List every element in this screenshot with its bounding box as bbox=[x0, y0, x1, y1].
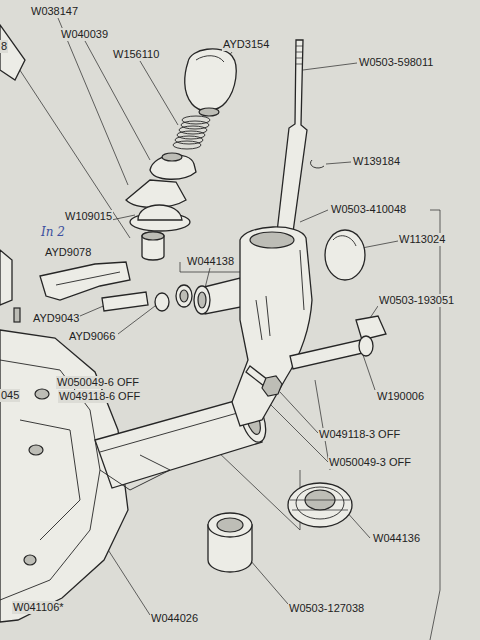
part-number: W139184 bbox=[352, 155, 401, 168]
lower-parts bbox=[208, 483, 352, 572]
part-number: W0503-127038 bbox=[288, 602, 365, 615]
lever-stem bbox=[277, 40, 324, 246]
leader-line bbox=[140, 61, 178, 125]
boot-collar bbox=[162, 153, 182, 161]
cone-boot bbox=[126, 180, 186, 208]
part-number: W044136 bbox=[372, 532, 421, 545]
circlip bbox=[310, 160, 324, 168]
part-number: 045 bbox=[0, 389, 20, 402]
boss-bore bbox=[198, 292, 206, 308]
part-number: AYD3154 bbox=[222, 38, 270, 51]
leader-line bbox=[205, 268, 210, 288]
knob-highlight bbox=[196, 56, 224, 62]
part-number: W050049-3 OFF bbox=[328, 456, 412, 469]
leader-line bbox=[300, 210, 328, 222]
seal-rib bbox=[290, 500, 350, 510]
washer-hole bbox=[180, 290, 188, 302]
housing-mouth bbox=[250, 232, 294, 248]
part-number: W049118-6 OFF bbox=[58, 390, 141, 403]
washer bbox=[155, 293, 169, 311]
part-number: W156110 bbox=[112, 48, 160, 61]
part-number: W040039 bbox=[60, 28, 109, 41]
block bbox=[356, 316, 386, 340]
part-number: W049118-3 OFF bbox=[318, 428, 401, 441]
part-number: W041106* bbox=[12, 601, 65, 614]
handwritten-note: In 2 bbox=[40, 226, 66, 239]
leader-line bbox=[362, 241, 398, 248]
part-number: AYD9066 bbox=[68, 330, 116, 343]
housing bbox=[232, 227, 312, 426]
dowel bbox=[14, 308, 20, 322]
bush-top bbox=[208, 513, 252, 537]
spring-coil bbox=[173, 141, 201, 149]
bush-top bbox=[142, 232, 164, 240]
pivot-rod bbox=[102, 292, 148, 311]
clamp-bracket bbox=[40, 262, 130, 300]
pin-head bbox=[359, 336, 373, 356]
leader-line bbox=[362, 352, 375, 390]
pin bbox=[290, 340, 363, 369]
small-parts bbox=[40, 262, 192, 311]
part-number: AYD9043 bbox=[32, 312, 80, 325]
leader-line bbox=[58, 18, 128, 185]
cap-rim bbox=[333, 236, 356, 246]
part-number: W113024 bbox=[398, 233, 446, 246]
seal-ring bbox=[296, 487, 344, 519]
bolt-head bbox=[262, 376, 282, 396]
leader-line bbox=[326, 162, 351, 164]
spring bbox=[173, 116, 210, 149]
leader-line bbox=[280, 392, 318, 433]
part-number: AYD9078 bbox=[44, 246, 92, 259]
cap bbox=[325, 230, 365, 280]
gaiter bbox=[126, 153, 196, 260]
leader-line bbox=[8, 52, 130, 238]
stem bbox=[277, 40, 307, 232]
leader-line bbox=[303, 63, 357, 70]
part-number: W190006 bbox=[376, 390, 425, 403]
bolt-head bbox=[24, 555, 36, 565]
casing-fragment bbox=[0, 25, 25, 80]
knob-neck bbox=[199, 108, 219, 116]
boss-end bbox=[194, 286, 210, 314]
bush bbox=[142, 232, 164, 260]
tube-edge bbox=[100, 410, 248, 452]
leader-line bbox=[105, 545, 150, 615]
dome bbox=[138, 205, 182, 220]
bracket-line bbox=[430, 210, 440, 640]
leader-line bbox=[118, 306, 155, 334]
tube-flange bbox=[100, 455, 170, 490]
washer bbox=[176, 285, 192, 307]
housing-slot bbox=[256, 296, 270, 340]
part-number: W050049-6 OFF bbox=[56, 376, 140, 389]
part-number: W044138 bbox=[186, 255, 235, 268]
part-number: W109015 bbox=[64, 210, 113, 223]
bolt-head bbox=[35, 389, 49, 399]
gearbox-casing bbox=[0, 25, 128, 622]
gear-knob bbox=[185, 49, 237, 116]
thread bbox=[296, 46, 303, 64]
part-number: W044026 bbox=[150, 612, 199, 625]
knob bbox=[185, 49, 237, 111]
part-number: W0503-410048 bbox=[330, 203, 407, 216]
part-number: W0503-598011 bbox=[358, 56, 434, 69]
casing-fragment bbox=[0, 250, 12, 305]
part-number: 8 bbox=[0, 40, 8, 53]
part-number: W0503-193051 bbox=[378, 294, 455, 307]
bolt-head bbox=[29, 445, 43, 455]
housing-edge bbox=[300, 250, 304, 310]
casing-rib bbox=[20, 420, 80, 540]
seal bbox=[288, 483, 352, 527]
part-number: W038147 bbox=[30, 5, 79, 18]
bush-bore bbox=[217, 518, 243, 532]
bracket-edge bbox=[56, 272, 120, 285]
leader-line bbox=[250, 560, 288, 604]
